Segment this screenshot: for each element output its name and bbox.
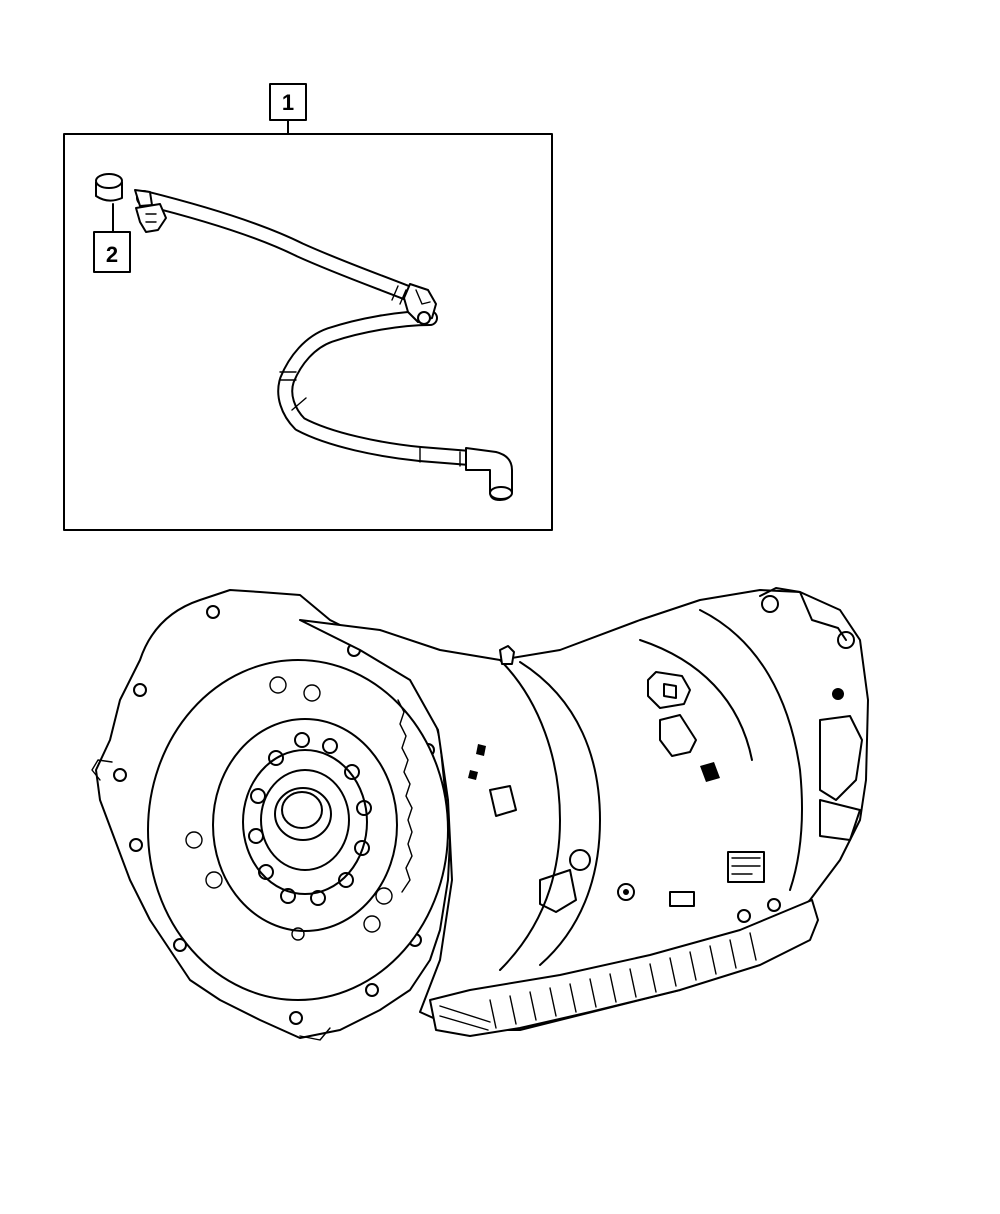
callout-2[interactable]: 2 <box>93 203 131 273</box>
callout-1-label: 1 <box>282 90 294 115</box>
callout-1[interactable]: 1 <box>269 83 307 135</box>
detail-box <box>63 133 553 531</box>
transmission-assembly <box>91 587 869 1041</box>
callout-2-label: 2 <box>106 242 118 267</box>
vent-cap <box>95 173 123 202</box>
vent-hose <box>134 189 513 501</box>
